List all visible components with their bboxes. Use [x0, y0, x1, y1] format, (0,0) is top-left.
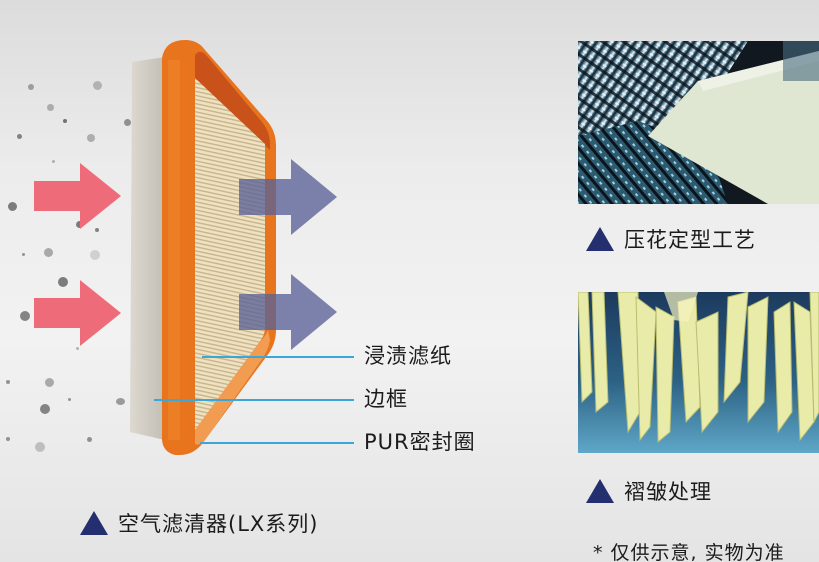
- outflow-arrow-icon: [239, 159, 337, 235]
- pleated-paper-photo: [578, 292, 819, 453]
- inflow-arrow-icon: [34, 163, 121, 229]
- leader-line-seal: [200, 442, 354, 444]
- callout-pur-seal: PUR密封圈: [364, 430, 476, 454]
- disclaimer-footnote: * 仅供示意, 实物为准: [593, 542, 785, 562]
- feature-caption-pleating: 褶皱处理: [586, 476, 712, 506]
- outflow-arrow-icon: [239, 274, 337, 350]
- main-caption-text: 空气滤清器(LX系列): [118, 512, 319, 536]
- callout-impregnated-paper: 浸渍滤纸: [364, 344, 452, 368]
- main-product-caption: 空气滤清器(LX系列): [80, 508, 318, 538]
- inflow-arrow-icon: [34, 280, 121, 346]
- triangle-bullet-icon: [586, 479, 614, 503]
- callout-frame: 边框: [364, 387, 408, 411]
- leader-line-media: [202, 356, 354, 358]
- feature-caption-embossing: 压花定型工艺: [586, 224, 756, 254]
- embossing-rollers-photo: [578, 41, 819, 204]
- triangle-bullet-icon: [586, 227, 614, 251]
- triangle-bullet-icon: [80, 511, 108, 535]
- air-filter-illustration: [130, 40, 276, 455]
- feature-caption-text: 压花定型工艺: [624, 228, 756, 252]
- feature-caption-text: 褶皱处理: [624, 480, 712, 504]
- leader-line-frame: [154, 399, 354, 401]
